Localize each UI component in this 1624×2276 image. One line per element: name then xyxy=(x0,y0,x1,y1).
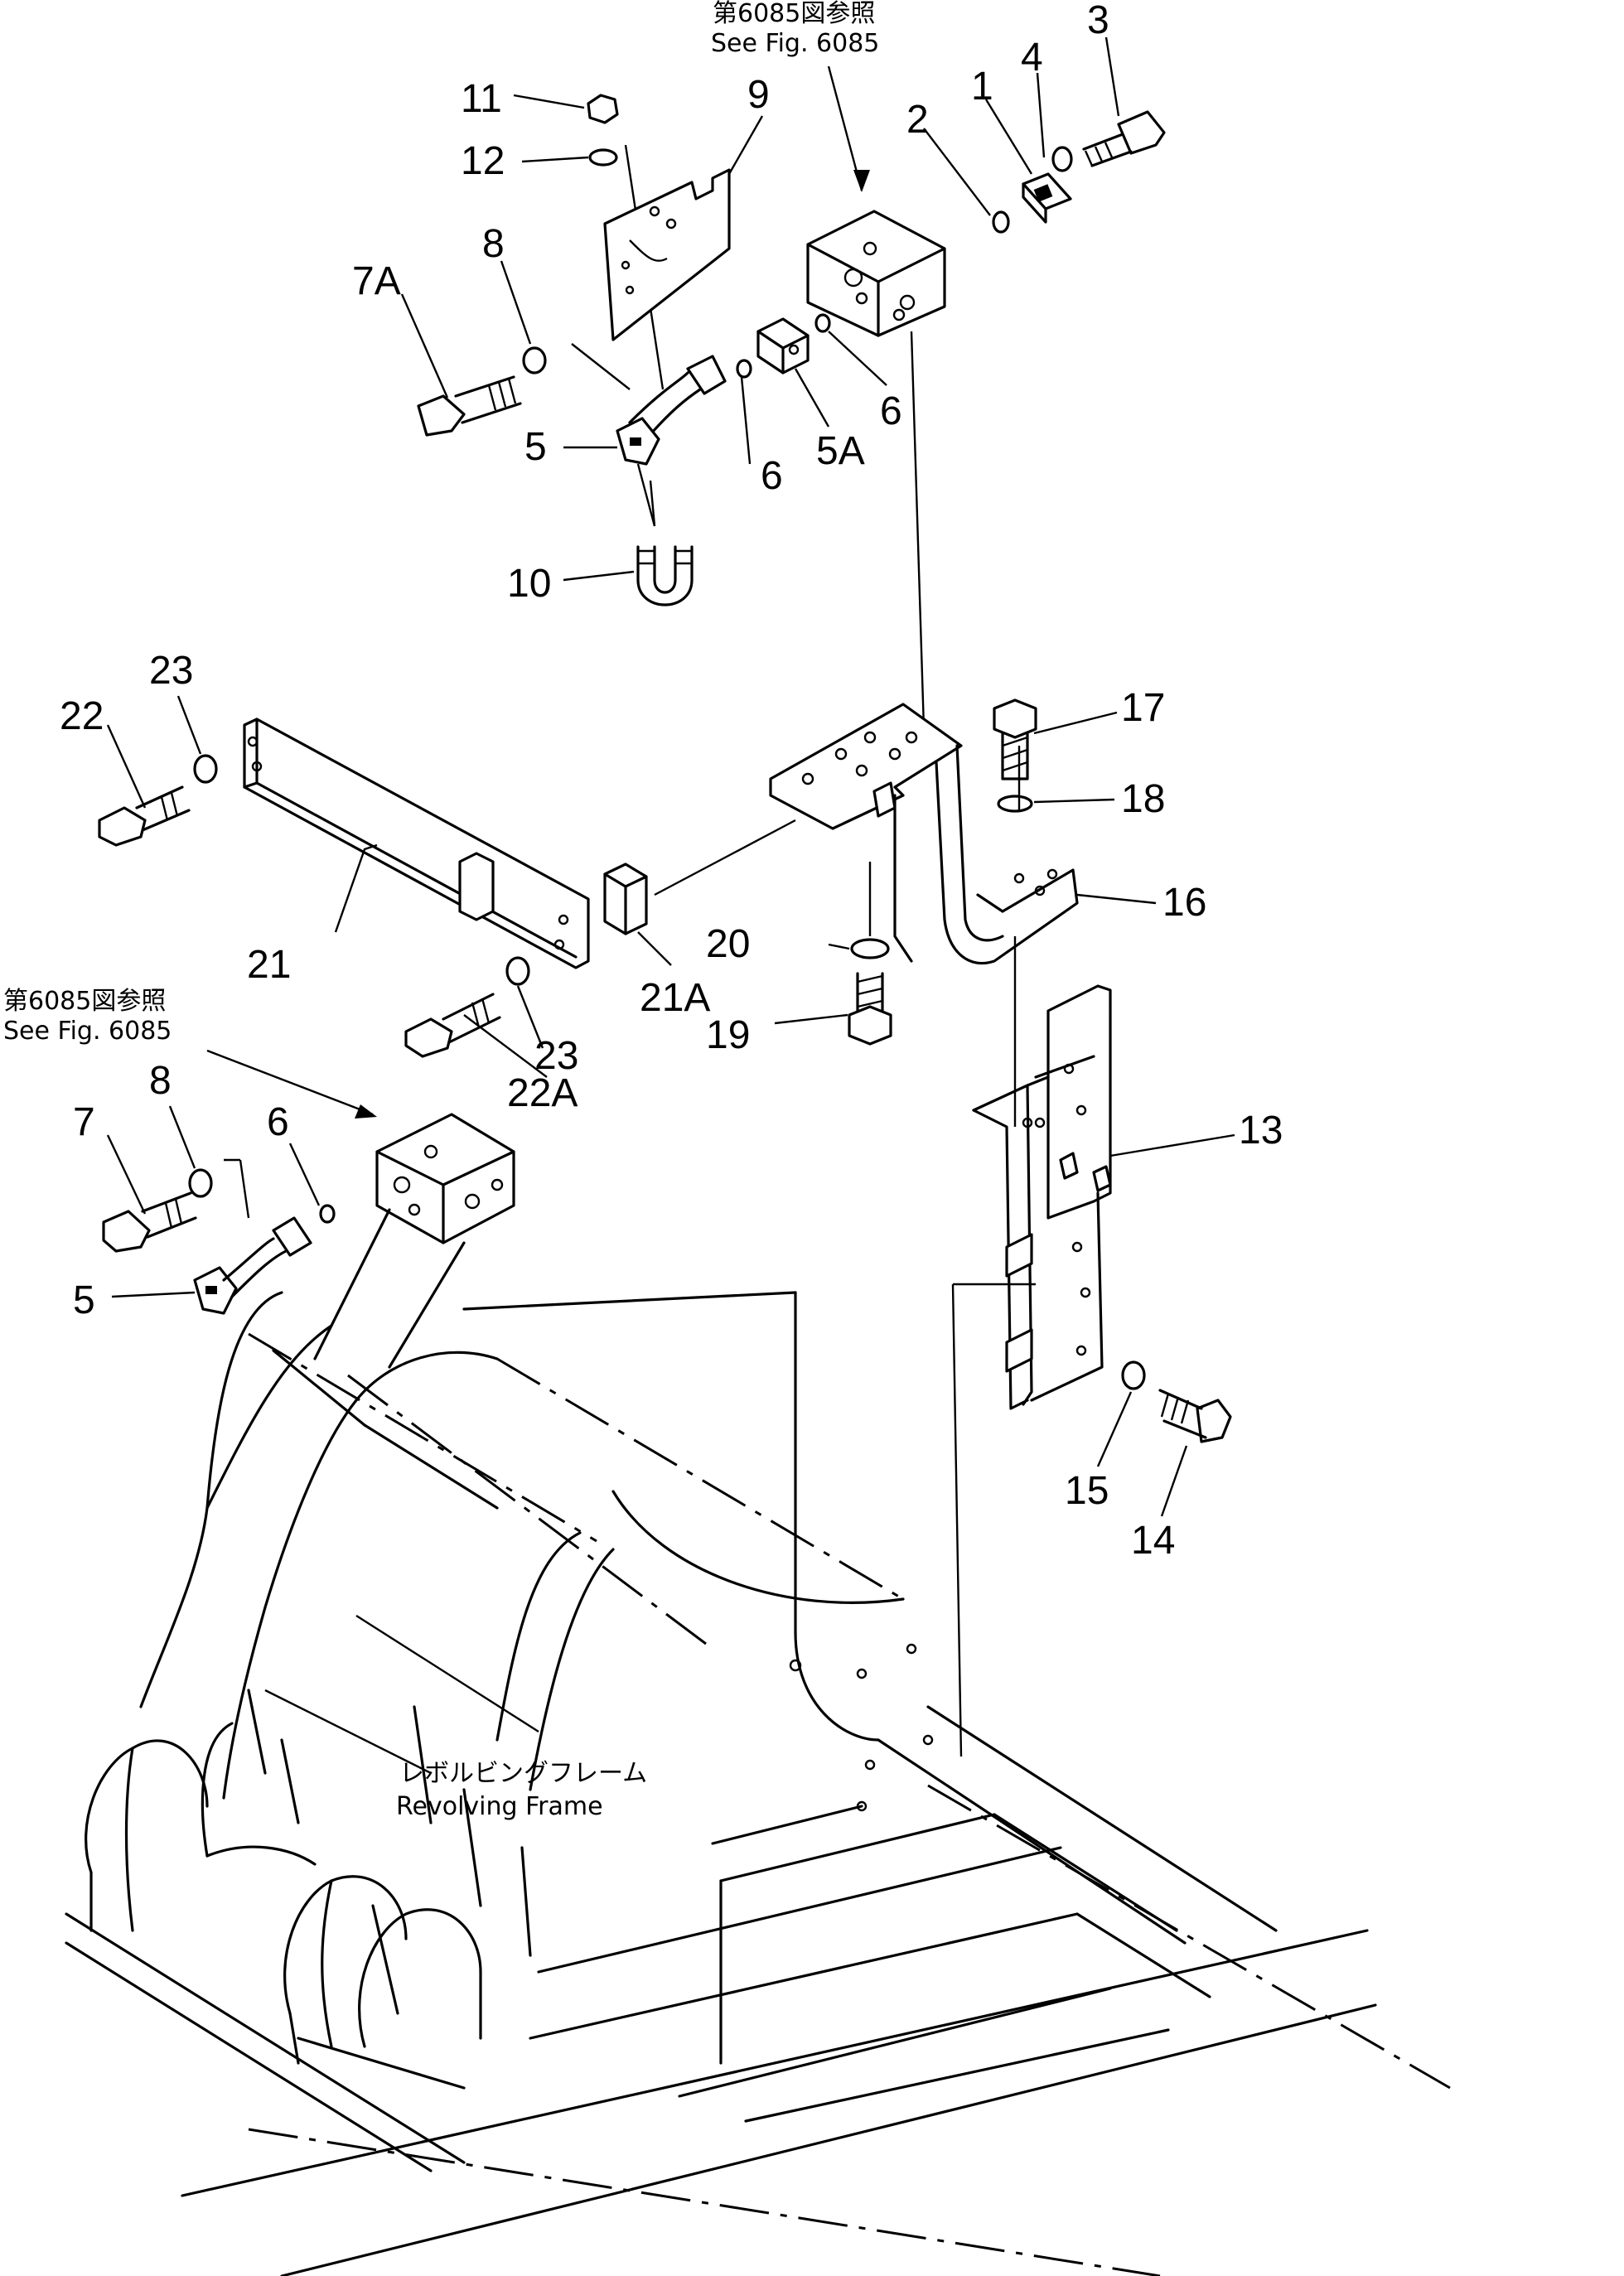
part-11-nut xyxy=(587,94,619,124)
callout-21: 21 xyxy=(247,943,291,987)
callout-9: 9 xyxy=(747,73,770,117)
part-6-o-ring-b xyxy=(736,359,752,379)
part-21A-spacer xyxy=(603,863,648,935)
callout-12: 12 xyxy=(461,139,505,183)
part-18-washer xyxy=(997,795,1033,813)
reference-note-top: 第6085図参照 See Fig. 6085 xyxy=(711,0,879,58)
callout-23-a: 23 xyxy=(149,649,193,693)
reference-note-left-jp: 第6085図参照 xyxy=(3,987,166,1016)
callout-5A: 5A xyxy=(816,429,865,473)
part-17-bolt xyxy=(993,698,1037,780)
part-14-bolt xyxy=(1158,1389,1232,1443)
callout-16: 16 xyxy=(1162,881,1206,925)
callout-3: 3 xyxy=(1087,0,1109,42)
part-23-washer-b xyxy=(505,956,530,986)
part-2-o-ring xyxy=(992,210,1010,234)
callout-18: 18 xyxy=(1121,777,1165,821)
callout-6-a: 6 xyxy=(761,454,783,498)
part-5A-spacer xyxy=(756,317,810,375)
callout-17: 17 xyxy=(1121,686,1165,730)
callout-19: 19 xyxy=(706,1013,750,1057)
callout-23-b: 23 xyxy=(534,1034,578,1078)
part-9-bracket xyxy=(603,168,731,341)
valve-block-top xyxy=(806,210,946,337)
part-22-bolt xyxy=(98,785,191,847)
part-19-bolt xyxy=(848,972,892,1046)
frame-caption-en: Revolving Frame xyxy=(396,1792,603,1821)
part-3-bolt xyxy=(1082,110,1166,167)
callout-7: 7 xyxy=(73,1100,95,1144)
callout-15: 15 xyxy=(1065,1469,1109,1513)
frame-caption: レボルビングフレーム Revolving Frame xyxy=(396,1759,647,1821)
part-7A-bolt xyxy=(417,375,522,437)
callout-20: 20 xyxy=(706,922,750,966)
callout-8-left: 8 xyxy=(149,1059,172,1103)
callout-10: 10 xyxy=(507,562,551,606)
part-10-u-bolt xyxy=(636,545,694,606)
part-6-o-ring-a xyxy=(814,313,831,333)
part-22A-bolt xyxy=(404,993,501,1058)
revolving-frame xyxy=(65,1291,1451,2276)
valve-block-left xyxy=(313,1113,515,1369)
leader-lines xyxy=(106,36,1235,1517)
part-23-washer-a xyxy=(193,754,218,784)
part-20-washer xyxy=(850,938,890,959)
callout-6-left: 6 xyxy=(267,1100,289,1144)
reference-note-left: 第6085図参照 See Fig. 6085 xyxy=(3,987,172,1046)
callout-14: 14 xyxy=(1131,1519,1175,1563)
part-8-washer-left xyxy=(188,1168,213,1198)
part-21-bar xyxy=(243,718,590,969)
part-1-clamp xyxy=(1022,172,1072,224)
reference-note-top-en: See Fig. 6085 xyxy=(711,29,879,58)
callout-2: 2 xyxy=(906,98,929,142)
callout-7A: 7A xyxy=(352,259,401,303)
part-16-bracket xyxy=(769,703,1079,965)
callout-1: 1 xyxy=(971,65,993,109)
callout-5-top: 5 xyxy=(524,425,547,469)
callout-11: 11 xyxy=(461,77,502,121)
part-8-washer-top xyxy=(522,346,547,375)
part-callouts: 3 4 1 2 11 12 9 8 7A 5 6 5A 6 10 17 18 1… xyxy=(60,0,1283,1563)
part-12-washer xyxy=(588,148,618,167)
callout-6-b: 6 xyxy=(880,389,902,433)
callout-13: 13 xyxy=(1239,1109,1283,1152)
part-13-plate xyxy=(972,984,1112,1410)
part-5-pipe-left xyxy=(193,1216,312,1315)
callout-4: 4 xyxy=(1021,36,1043,80)
callout-21A: 21A xyxy=(640,976,710,1020)
part-15-washer xyxy=(1121,1360,1146,1390)
part-4-washer xyxy=(1051,146,1073,172)
callout-8-top: 8 xyxy=(482,222,505,266)
reference-note-top-jp: 第6085図参照 xyxy=(713,0,875,28)
callout-5-left: 5 xyxy=(73,1278,95,1322)
frame-holes xyxy=(789,1643,934,1812)
part-6-o-ring-left xyxy=(319,1204,336,1224)
callout-22: 22 xyxy=(60,694,104,738)
callout-22A: 22A xyxy=(507,1071,578,1115)
part-7-bolt xyxy=(102,1191,197,1253)
reference-note-left-en: See Fig. 6085 xyxy=(3,1017,172,1046)
part-5-pipe-top xyxy=(616,355,727,466)
frame-caption-jp: レボルビングフレーム xyxy=(399,1759,647,1788)
